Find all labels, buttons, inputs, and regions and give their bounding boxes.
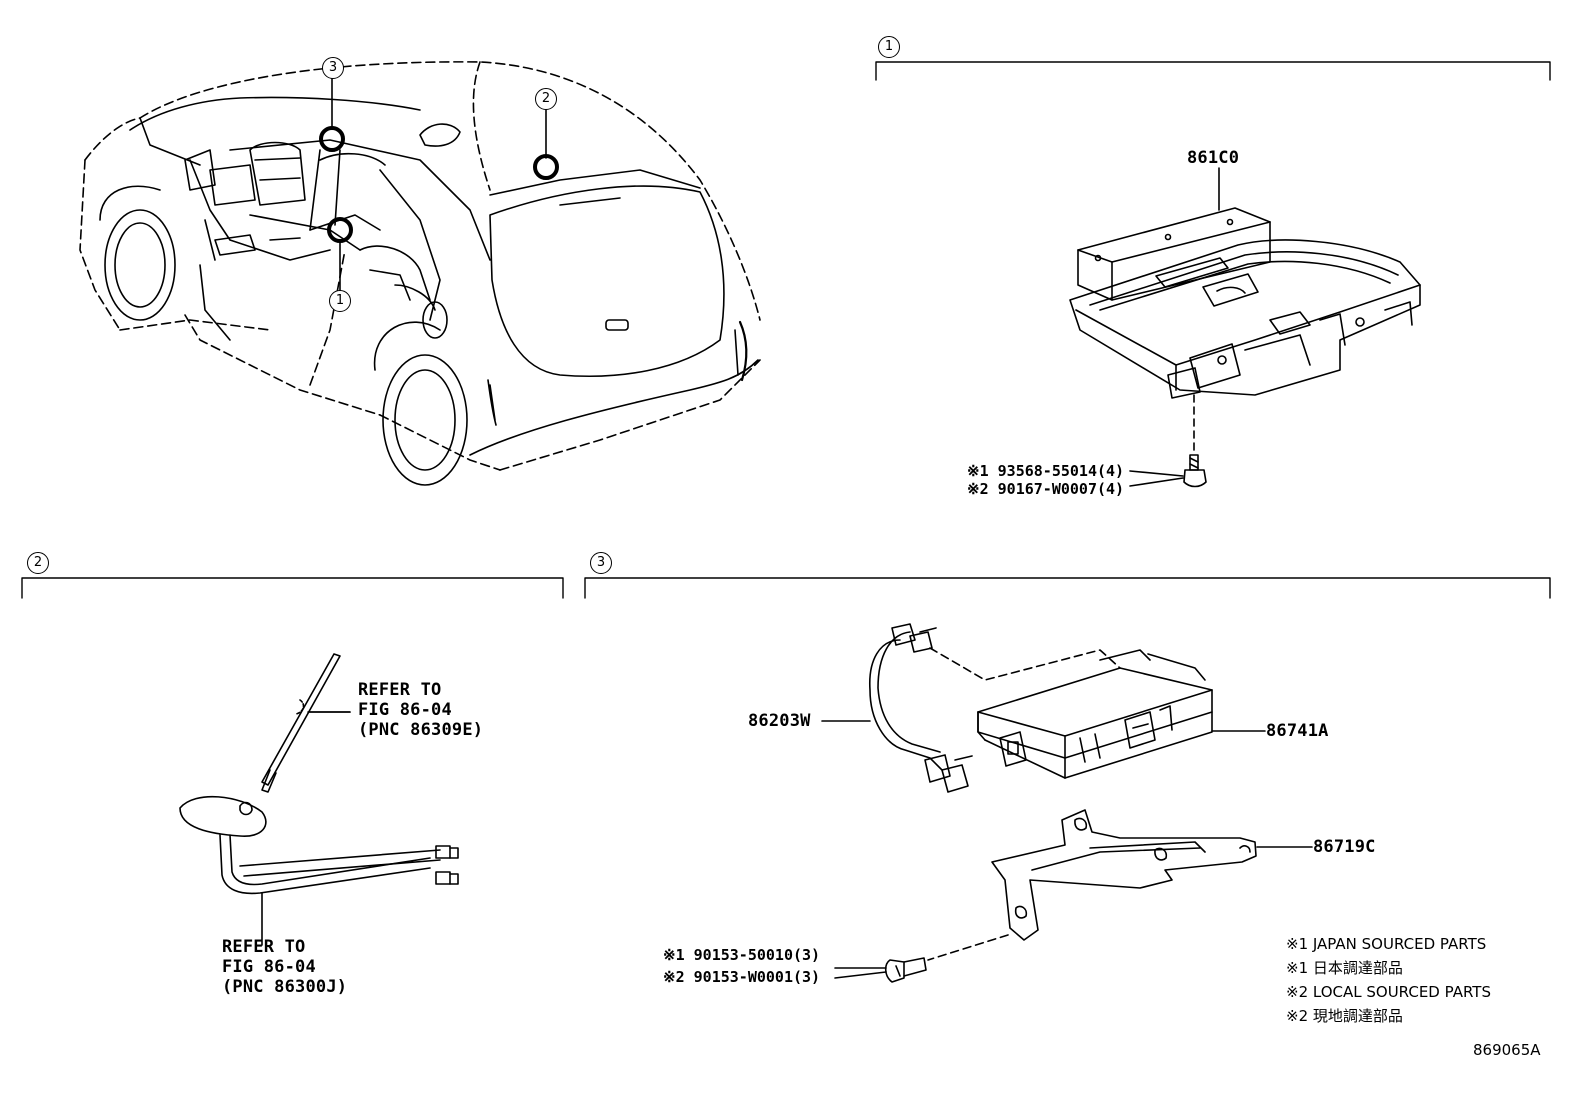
antenna-drawing (179, 653, 459, 946)
part-label-86741a: 86741A (1266, 721, 1329, 741)
refer-line: FIG 86-04 (358, 700, 452, 720)
part-label-861c0: 861C0 (1187, 148, 1240, 168)
refer-line: FIG 86-04 (222, 957, 316, 977)
part-label-86719c: 86719C (1313, 837, 1376, 857)
module-861c0-drawing (1069, 167, 1421, 488)
callout-1-marker: 1 (329, 290, 351, 312)
refer-line: (PNC 86300J) (222, 977, 348, 997)
legend-local-jp: ※2 現地調達部品 (1286, 1007, 1403, 1025)
bolt-label-japan-section3: ※1 90153-50010(3) (663, 946, 821, 964)
legend-japan-jp: ※1 日本調達部品 (1286, 959, 1403, 977)
refer-line: REFER TO (222, 937, 306, 957)
refer-line: (PNC 86309E) (358, 720, 484, 740)
screw-label-local-section1: ※2 90167-W0007(4) (967, 480, 1125, 498)
sourcing-legend: ※1 JAPAN SOURCED PARTS ※1 日本調達部品 ※2 LOCA… (1286, 932, 1491, 1028)
car-illustration (79, 61, 761, 486)
screw-label-japan-section1: ※1 93568-55014(4) (967, 462, 1125, 480)
bolt-label-local-section3: ※2 90153-W0001(3) (663, 968, 821, 986)
diagram-code: 869065A (1473, 1041, 1541, 1059)
callout-3-marker: 3 (322, 57, 344, 79)
section-brackets (21, 61, 1551, 599)
section-1-number: 1 (878, 36, 900, 58)
legend-local-en: ※2 LOCAL SOURCED PARTS (1286, 983, 1491, 1001)
legend-japan-en: ※1 JAPAN SOURCED PARTS (1286, 935, 1487, 953)
section-3-number: 3 (590, 552, 612, 574)
callout-2-marker: 2 (535, 88, 557, 110)
harness-module-bracket-drawing (821, 623, 1313, 983)
section-2-number: 2 (27, 552, 49, 574)
refer-label-antenna-base: REFER TO FIG 86-04 (PNC 86300J) (222, 937, 347, 997)
part-label-86203w: 86203W (748, 711, 811, 731)
refer-label-antenna-rod: REFER TO FIG 86-04 (PNC 86309E) (358, 680, 483, 740)
refer-line: REFER TO (358, 680, 442, 700)
